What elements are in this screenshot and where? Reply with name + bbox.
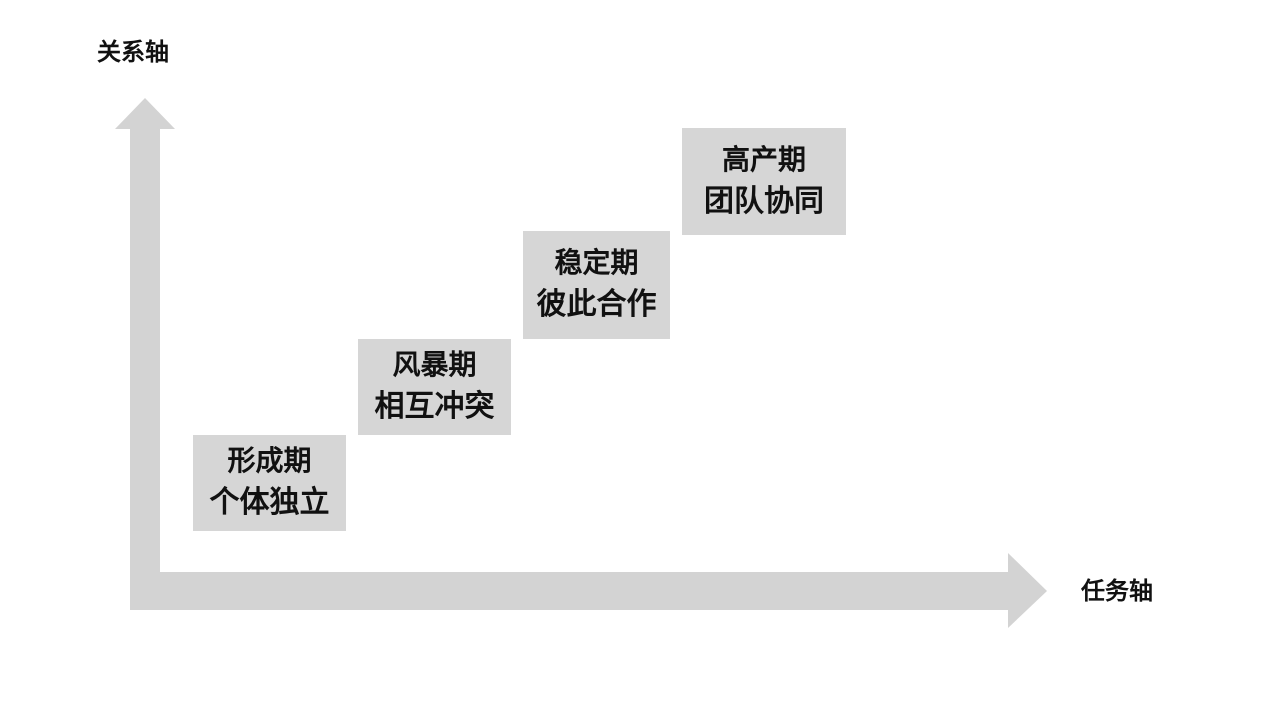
- y-axis-label: 关系轴: [97, 38, 169, 66]
- x-axis-shaft: [130, 572, 1012, 610]
- stage-box-forming: 形成期 个体独立: [193, 435, 346, 531]
- y-axis-arrowhead: [115, 98, 175, 129]
- stage-name: 稳定期: [554, 246, 639, 279]
- stage-desc: 彼此合作: [536, 287, 657, 322]
- y-axis-shaft: [130, 126, 160, 610]
- x-axis-label: 任务轴: [1081, 577, 1153, 605]
- stage-name: 风暴期: [392, 348, 477, 381]
- stage-box-norming: 稳定期 彼此合作: [523, 231, 670, 339]
- stage-box-storming: 风暴期 相互冲突: [358, 339, 511, 435]
- stage-desc: 团队协同: [704, 183, 824, 219]
- stage-name: 高产期: [721, 142, 806, 176]
- stage-desc: 相互冲突: [374, 389, 495, 424]
- x-axis-arrowhead: [1008, 553, 1047, 628]
- stage-box-performing: 高产期 团队协同: [682, 128, 846, 235]
- stage-name: 形成期: [227, 444, 312, 477]
- stage-desc: 个体独立: [209, 485, 330, 520]
